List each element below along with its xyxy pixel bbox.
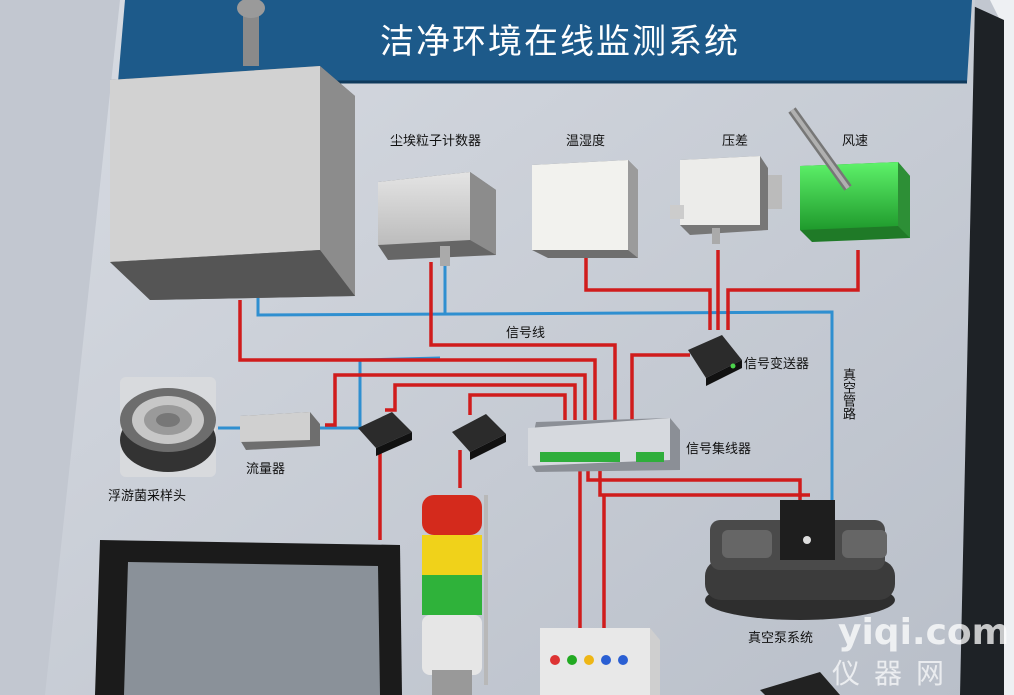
transmitter-left <box>358 412 412 456</box>
signal-wires <box>238 250 860 640</box>
control-box-device <box>540 628 660 695</box>
wind-speed-device <box>788 107 910 242</box>
transmitter-middle <box>452 414 506 460</box>
label-dust-counter: 尘埃粒子计数器 <box>390 134 482 149</box>
label-signal-hub: 信号集线器 <box>686 442 752 457</box>
signal-hub-device <box>528 418 680 472</box>
pressure-device <box>670 156 782 244</box>
watermark-chars: 仪器网 <box>832 657 959 690</box>
temp-humidity-device <box>532 160 638 258</box>
signal-transmitter-device <box>688 335 742 386</box>
label-sampler-head: 浮游菌采样头 <box>108 489 187 504</box>
bottom-right-object <box>760 672 840 695</box>
label-pressure-diff: 压差 <box>722 134 749 149</box>
antenna <box>237 0 265 66</box>
flowmeter-device <box>240 412 320 450</box>
watermark-brand: yiqi.com <box>838 612 1010 653</box>
title-bar <box>118 0 972 82</box>
label-signal-transmitter: 信号变送器 <box>744 357 810 372</box>
label-temp-humidity: 温湿度 <box>566 134 606 149</box>
label-wind-speed: 风速 <box>842 134 869 149</box>
sampler-head-device <box>120 377 216 477</box>
signal-tower-light <box>422 495 488 695</box>
main-unit <box>110 66 355 300</box>
label-vacuum-pipe: 真空管路 <box>840 368 855 420</box>
label-signal-line: 信号线 <box>506 326 546 341</box>
touch-screen <box>95 540 402 695</box>
vacuum-pump-device <box>705 500 895 620</box>
page-title: 洁净环境在线监测系统 <box>380 22 740 62</box>
dust-counter-device <box>378 172 496 266</box>
label-vacuum-pump: 真空泵系统 <box>748 631 814 646</box>
label-flowmeter: 流量器 <box>246 462 286 477</box>
